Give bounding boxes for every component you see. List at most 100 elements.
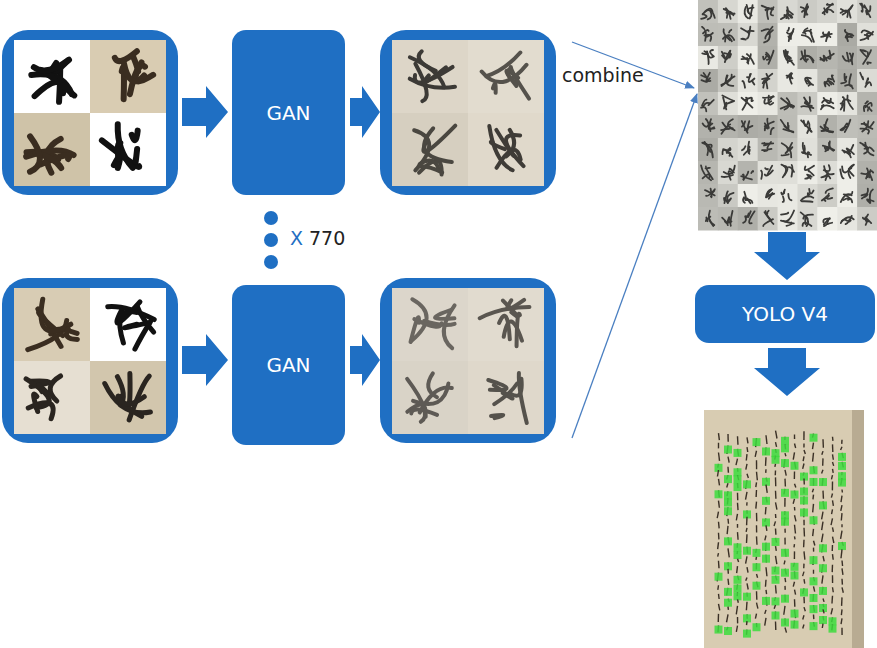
text-mark (832, 454, 834, 459)
brush-stroke (861, 168, 868, 174)
text-mark (783, 560, 785, 564)
mosaic-tile (837, 138, 857, 162)
text-mark (841, 524, 842, 527)
text-mark (757, 574, 758, 578)
character-tile (90, 288, 166, 361)
brush-stroke (703, 119, 711, 127)
detection-box (781, 437, 789, 445)
brush-stroke (120, 312, 136, 343)
detection-box (772, 612, 780, 620)
text-mark (784, 498, 786, 507)
text-mark (831, 608, 832, 614)
detection-box (829, 625, 837, 633)
brush-stroke (741, 28, 749, 33)
text-mark (812, 529, 814, 536)
mosaic-tile (698, 138, 718, 162)
text-mark (756, 525, 758, 532)
brush-stroke (784, 211, 794, 222)
brush-stroke (413, 384, 448, 405)
character-tile (90, 361, 166, 434)
text-mark (775, 491, 777, 499)
brush-stroke (702, 51, 707, 54)
detection-box (810, 478, 818, 486)
text-mark (833, 537, 834, 543)
mosaic-tile (718, 138, 738, 162)
text-mark (746, 534, 748, 543)
brush-stroke (723, 98, 726, 110)
brush-stroke (806, 6, 808, 14)
text-mark (841, 447, 842, 450)
detection-box (724, 537, 732, 545)
detection-box (791, 572, 799, 580)
brush-stroke (848, 165, 854, 178)
mosaic-tile (837, 0, 857, 24)
brush-stroke (767, 166, 772, 176)
mosaic-tile (778, 138, 798, 162)
detection-box (791, 621, 799, 629)
text-mark (718, 479, 720, 486)
brush-stroke (767, 142, 771, 149)
brush-stroke (865, 82, 871, 87)
text-mark (718, 533, 720, 540)
mosaic-tile (698, 161, 718, 185)
text-mark (841, 496, 842, 502)
detection-box (724, 446, 732, 454)
text-mark (794, 551, 795, 559)
brush-stroke (707, 80, 711, 82)
mosaic-tile (778, 46, 798, 70)
brush-stroke (822, 194, 829, 201)
brush-stroke (751, 171, 753, 173)
box-label: GAN (266, 353, 310, 377)
text-mark (803, 624, 804, 628)
text-mark (757, 603, 758, 609)
text-mark (727, 434, 729, 442)
brush-stroke (783, 191, 785, 193)
process-box: YOLO V4 (695, 285, 875, 343)
text-mark (728, 548, 729, 557)
text-mark (793, 452, 794, 459)
text-mark (793, 499, 794, 504)
text-mark (823, 599, 824, 602)
detection-box (772, 576, 780, 584)
output-panel (380, 30, 556, 195)
detection-box (734, 483, 742, 491)
text-mark (802, 456, 804, 461)
brush-stroke (494, 384, 517, 405)
mosaic-tile (797, 184, 817, 208)
text-mark (823, 556, 824, 561)
mosaic-tile (698, 69, 718, 93)
ellipsis-dot (264, 255, 278, 269)
text-mark (755, 614, 756, 619)
character-tile (392, 113, 468, 186)
text-mark (833, 462, 834, 466)
brush-stroke (801, 196, 813, 200)
detection-box (819, 616, 827, 624)
brush-stroke (118, 396, 144, 404)
mosaic-tile (778, 0, 798, 24)
brush-stroke (849, 168, 854, 176)
text-mark (718, 594, 720, 599)
mosaic-tile (837, 69, 857, 93)
mosaic-tile (857, 115, 877, 139)
brush-stroke (414, 130, 429, 170)
text-mark (766, 485, 767, 493)
mosaic-tile (698, 0, 718, 24)
brush-stroke (847, 148, 854, 154)
text-mark (765, 580, 767, 587)
text-mark (775, 477, 777, 486)
brush-stroke (115, 51, 137, 61)
brush-stroke (704, 35, 711, 41)
text-mark (822, 624, 824, 628)
text-mark (737, 599, 739, 602)
brush-stroke (486, 53, 520, 77)
detection-box (724, 588, 732, 596)
brush-stroke (499, 316, 510, 340)
mosaic-tile (778, 92, 798, 116)
brush-stroke (786, 223, 791, 226)
brush-stroke (743, 172, 748, 180)
text-mark (746, 454, 748, 460)
brush-stroke (860, 73, 863, 80)
detection-box (734, 475, 742, 483)
brush-stroke (124, 62, 145, 81)
brush-stroke (723, 35, 734, 40)
